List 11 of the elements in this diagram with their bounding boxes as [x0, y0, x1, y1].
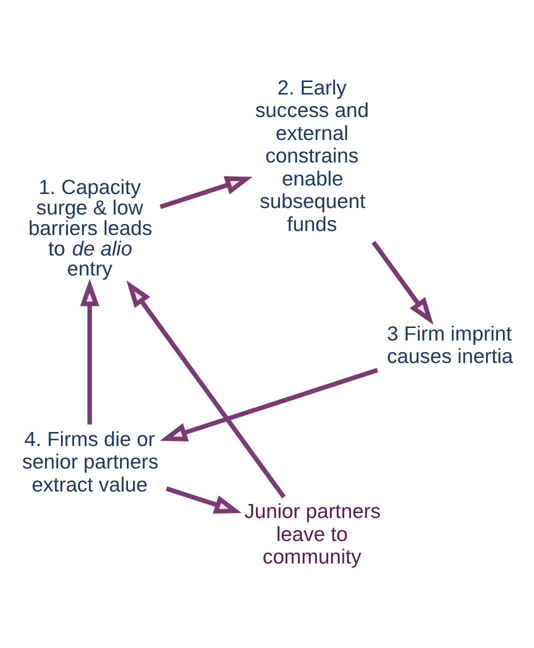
- arrow: [372, 240, 434, 325]
- arrow: [126, 280, 286, 498]
- arrow: [80, 278, 100, 424]
- node-text: 2. Early success and external constrains enable subsequent funds: [255, 76, 369, 236]
- arrow: [160, 368, 378, 442]
- node-text: Junior partners leave to community: [244, 500, 381, 569]
- arrow: [160, 176, 253, 210]
- node-text: 3 Firm imprint causes inertia: [386, 322, 514, 368]
- arrow: [166, 486, 242, 514]
- node-text: 1. Capacity surge & low barriers leads to de alio entry: [28, 176, 152, 281]
- node-text: 4. Firms die or senior partners extract value: [22, 428, 158, 496]
